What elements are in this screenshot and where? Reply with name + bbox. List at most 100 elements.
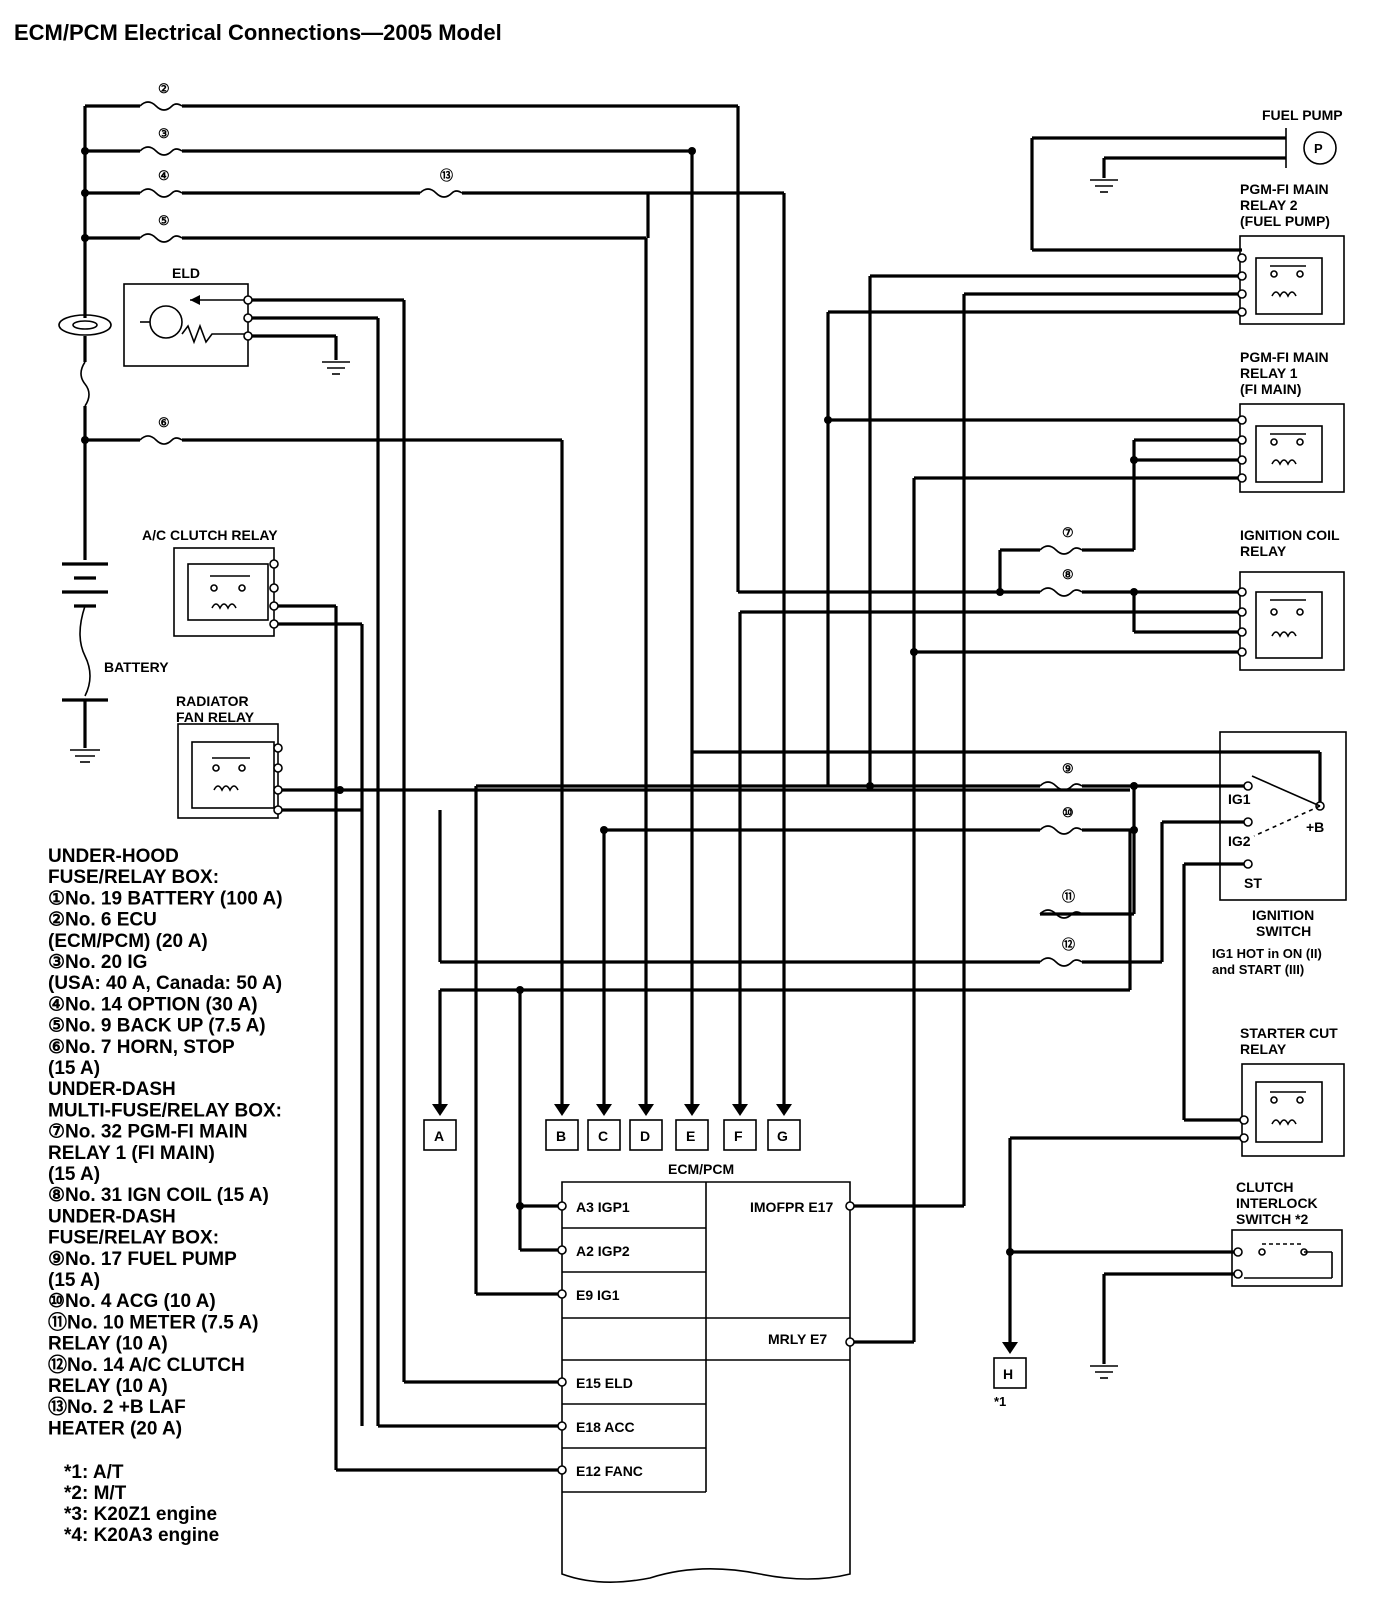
footnote-line: *3: K20Z1 engine xyxy=(64,1504,217,1525)
connector-d: D xyxy=(629,1119,663,1151)
plus-b-label: +B xyxy=(1306,819,1324,835)
fuse-11-line: ⑪ xyxy=(1039,786,1136,919)
fuel-pump-label: FUEL PUMP xyxy=(1262,107,1343,123)
fuse-4-number: ④ xyxy=(158,168,170,183)
connector-h-note: *1 xyxy=(994,1394,1006,1409)
ignition-coil-relay-label-2: RELAY xyxy=(1240,543,1287,559)
fuse-9-number: ⑨ xyxy=(1062,761,1074,776)
legend-line: ⑫No. 14 A/C CLUTCH xyxy=(48,1353,245,1376)
fuse-8-line: ⑧ xyxy=(738,567,1238,597)
connector-e: E xyxy=(675,1119,709,1151)
ig2-label: IG2 xyxy=(1228,833,1251,849)
fuse-10-line: ⑩ xyxy=(604,805,1134,835)
fuse-5-line: ⑤ xyxy=(85,213,646,243)
battery-label: BATTERY xyxy=(104,659,169,675)
connector-d-label: D xyxy=(640,1128,650,1144)
fuel-pump: FUEL PUMP P xyxy=(1030,107,1343,252)
ecm-pcm-label: ECM/PCM xyxy=(668,1161,734,1177)
main-relay-1-label-1: PGM-FI MAIN xyxy=(1240,349,1329,365)
legend-line: FUSE/RELAY BOX: xyxy=(48,867,219,888)
fuse-2-number: ② xyxy=(158,81,170,96)
main-relay-2-label-1: PGM-FI MAIN xyxy=(1240,181,1329,197)
connector-f: F xyxy=(723,1119,757,1151)
ecm-pin-e9: E9 IG1 xyxy=(576,1287,620,1303)
legend-line: ③No. 20 IG xyxy=(48,952,147,973)
legend-line: ⑦No. 32 PGM-FI MAIN xyxy=(48,1122,248,1143)
connector-g: G xyxy=(767,1119,801,1151)
ignition-note-1: IG1 HOT in ON (II) xyxy=(1212,946,1322,961)
ignition-switch-label-1: IGNITION xyxy=(1252,907,1314,923)
legend-line: (15 A) xyxy=(48,1164,100,1185)
fuse-10-number: ⑩ xyxy=(1062,805,1074,820)
connector-f-label: F xyxy=(734,1128,743,1144)
connector-g-label: G xyxy=(777,1128,788,1144)
legend-line: (ECM/PCM) (20 A) xyxy=(48,931,208,952)
pgm-fi-main-relay-1: PGM-FI MAIN RELAY 1 (FI MAIN) xyxy=(1237,349,1345,493)
legend-line: UNDER-DASH xyxy=(48,1079,176,1100)
fuse-6-line: ⑥ xyxy=(85,415,562,445)
legend-line: ②No. 6 ECU xyxy=(48,910,157,931)
ecm-pcm-block: ECM/PCM A3 IGP1 A2 IGP2 E9 IG1 E15 ELD E… xyxy=(557,1161,855,1583)
fuse-5-number: ⑤ xyxy=(158,213,170,228)
radiator-fan-relay-label-2: FAN RELAY xyxy=(176,709,255,725)
fuse-7-line: ⑦ xyxy=(1000,525,1134,555)
legend-line: FUSE/RELAY BOX: xyxy=(48,1228,219,1249)
main-relay-2-label-2: RELAY 2 xyxy=(1240,197,1298,213)
fuse-11-number: ⑪ xyxy=(1062,889,1075,904)
fuse-13-number: ⑬ xyxy=(440,168,453,183)
legend-line: (15 A) xyxy=(48,1270,100,1291)
legend-line: UNDER-DASH xyxy=(48,1206,176,1227)
legend-line: HEATER (20 A) xyxy=(48,1418,182,1439)
legend-line: ⑪No. 10 METER (7.5 A) xyxy=(48,1310,258,1333)
battery-symbol: BATTERY xyxy=(62,562,169,763)
legend-line: RELAY (10 A) xyxy=(48,1334,168,1355)
main-relay-1-label-2: RELAY 1 xyxy=(1240,365,1298,381)
connector-b: B xyxy=(545,1119,579,1151)
fuse-3-line: ③ xyxy=(85,126,692,156)
fuse-12-line: ⑫ xyxy=(440,822,1164,967)
fuse-12-number: ⑫ xyxy=(1062,937,1075,952)
pgm-fi-main-relay-2: PGM-FI MAIN RELAY 2 (FUEL PUMP) xyxy=(1237,181,1345,325)
legend-line: RELAY 1 (FI MAIN) xyxy=(48,1143,215,1164)
clutch-interlock-label-1: CLUTCH xyxy=(1236,1179,1294,1195)
ac-clutch-relay-label: A/C CLUTCH RELAY xyxy=(142,527,278,543)
legend-line: RELAY (10 A) xyxy=(48,1376,168,1397)
connector-e-label: E xyxy=(686,1128,695,1144)
legend-line: ①No. 19 BATTERY (100 A) xyxy=(48,888,283,909)
connector-a: A xyxy=(423,1119,457,1151)
footnotes: *1: A/T*2: M/T*3: K20Z1 engine*4: K20A3 … xyxy=(64,1462,219,1546)
starter-cut-relay-label-1: STARTER CUT xyxy=(1240,1025,1338,1041)
legend-line: ⑨No. 17 FUEL PUMP xyxy=(48,1249,237,1270)
ac-clutch-relay: A/C CLUTCH RELAY xyxy=(142,527,279,637)
footnote-line: *2: M/T xyxy=(64,1483,127,1504)
ecm-pin-e15: E15 ELD xyxy=(576,1375,633,1391)
legend-line: ⑥No. 7 HORN, STOP xyxy=(48,1037,235,1058)
clutch-interlock-label-3: SWITCH *2 xyxy=(1236,1211,1309,1227)
st-label: ST xyxy=(1244,875,1262,891)
footnote-line: *1: A/T xyxy=(64,1462,124,1483)
connector-h-label: H xyxy=(1003,1366,1013,1382)
starter-cut-relay: STARTER CUT RELAY xyxy=(1239,1025,1345,1157)
eld-label: ELD xyxy=(172,265,200,281)
ecm-pin-e17: IMOFPR E17 xyxy=(750,1199,833,1215)
ecm-pin-e18: E18 ACC xyxy=(576,1419,635,1435)
ignition-switch: IG1 IG2 ST +B IGNITION SWITCH IG1 HOT in… xyxy=(1212,731,1347,977)
page-title: ECM/PCM Electrical Connections—2005 Mode… xyxy=(14,20,502,45)
legend-line: ⑩No. 4 ACG (10 A) xyxy=(48,1291,216,1312)
clutch-interlock-switch: CLUTCH INTERLOCK SWITCH *2 xyxy=(1231,1179,1343,1287)
fuse-2-line: ② xyxy=(85,81,738,111)
ignition-coil-relay: IGNITION COIL RELAY xyxy=(1237,527,1345,671)
battery-bus xyxy=(58,106,112,560)
connector-c-label: C xyxy=(598,1128,608,1144)
fuse-7-number: ⑦ xyxy=(1062,525,1074,540)
starter-cut-relay-label-2: RELAY xyxy=(1240,1041,1287,1057)
connector-b-label: B xyxy=(556,1128,566,1144)
main-relay-1-label-3: (FI MAIN) xyxy=(1240,381,1301,397)
ig1-label: IG1 xyxy=(1228,791,1251,807)
fuse-9-line: ⑨ xyxy=(476,761,1244,791)
legend-line: ⑧No. 31 IGN COIL (15 A) xyxy=(48,1185,269,1206)
legend-line: UNDER-HOOD xyxy=(48,846,179,867)
legend-line: ⑬No. 2 +B LAF xyxy=(48,1395,186,1418)
